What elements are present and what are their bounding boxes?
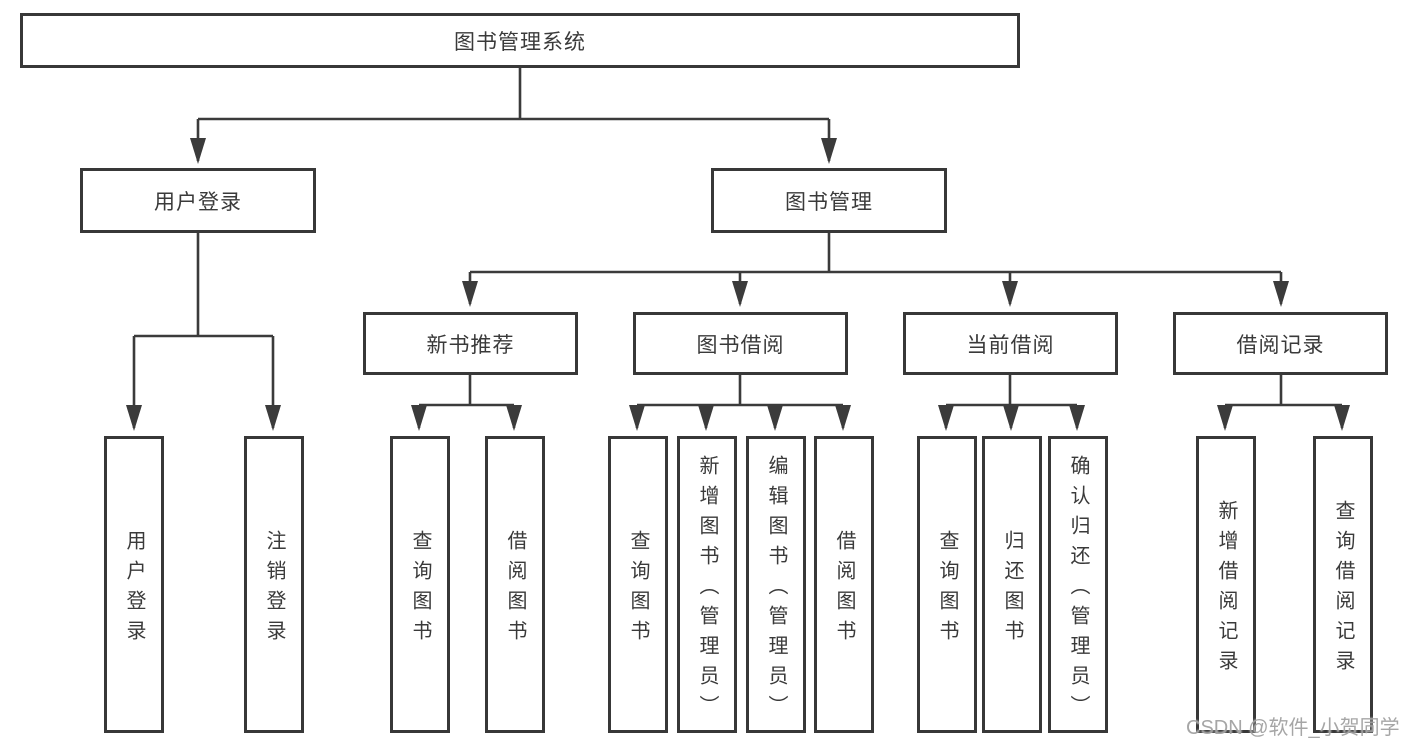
node-label: 图书管理系统: [454, 30, 586, 54]
node-leaf-borrow-books-1: 借阅图书: [485, 436, 545, 733]
node-leaf-add-book-admin: 新增图书（管理员）: [677, 436, 737, 733]
node-label: 新增借阅记录: [1215, 499, 1237, 680]
node-leaf-query-books-3: 查询图书: [917, 436, 977, 733]
node-label: 查询图书: [627, 529, 649, 650]
node-new-book-recommend: 新书推荐: [363, 312, 578, 375]
node-leaf-borrow-books-2: 借阅图书: [814, 436, 874, 733]
node-current-borrow: 当前借阅: [903, 312, 1118, 375]
node-label: 查询借阅记录: [1332, 499, 1354, 680]
node-leaf-user-login: 用户登录: [104, 436, 164, 733]
node-label: 查询图书: [409, 529, 431, 650]
node-leaf-confirm-return-admin: 确认归还（管理员）: [1048, 436, 1108, 733]
node-label: 新增图书（管理员）: [696, 454, 718, 725]
node-book-management: 图书管理: [711, 168, 947, 233]
node-label: 图书借阅: [696, 333, 785, 357]
node-leaf-edit-book-admin: 编辑图书（管理员）: [746, 436, 806, 733]
node-label: 当前借阅: [966, 333, 1055, 357]
node-library-system-root: 图书管理系统: [20, 13, 1020, 68]
node-label: 确认归还（管理员）: [1067, 454, 1089, 725]
node-label: 借阅图书: [833, 529, 855, 650]
node-leaf-add-borrow-record: 新增借阅记录: [1196, 436, 1256, 733]
node-label: 用户登录: [123, 529, 145, 650]
node-leaf-query-books-1: 查询图书: [390, 436, 450, 733]
node-label: 查询图书: [936, 529, 958, 650]
node-label: 编辑图书（管理员）: [765, 454, 787, 725]
node-label: 图书管理: [785, 190, 873, 214]
node-leaf-query-borrow-record: 查询借阅记录: [1313, 436, 1373, 733]
node-leaf-return-book: 归还图书: [982, 436, 1042, 733]
node-label: 用户登录: [154, 190, 242, 214]
node-user-login: 用户登录: [80, 168, 316, 233]
node-label: 借阅记录: [1236, 333, 1325, 357]
node-label: 归还图书: [1001, 529, 1023, 650]
node-label: 借阅图书: [504, 529, 526, 650]
node-leaf-logout: 注销登录: [244, 436, 304, 733]
node-borrow-records: 借阅记录: [1173, 312, 1388, 375]
node-book-borrow: 图书借阅: [633, 312, 848, 375]
node-label: 注销登录: [263, 529, 285, 650]
csdn-watermark: CSDN @软件_小贺同学: [1186, 717, 1400, 739]
node-label: 新书推荐: [426, 333, 515, 357]
node-leaf-query-books-2: 查询图书: [608, 436, 668, 733]
